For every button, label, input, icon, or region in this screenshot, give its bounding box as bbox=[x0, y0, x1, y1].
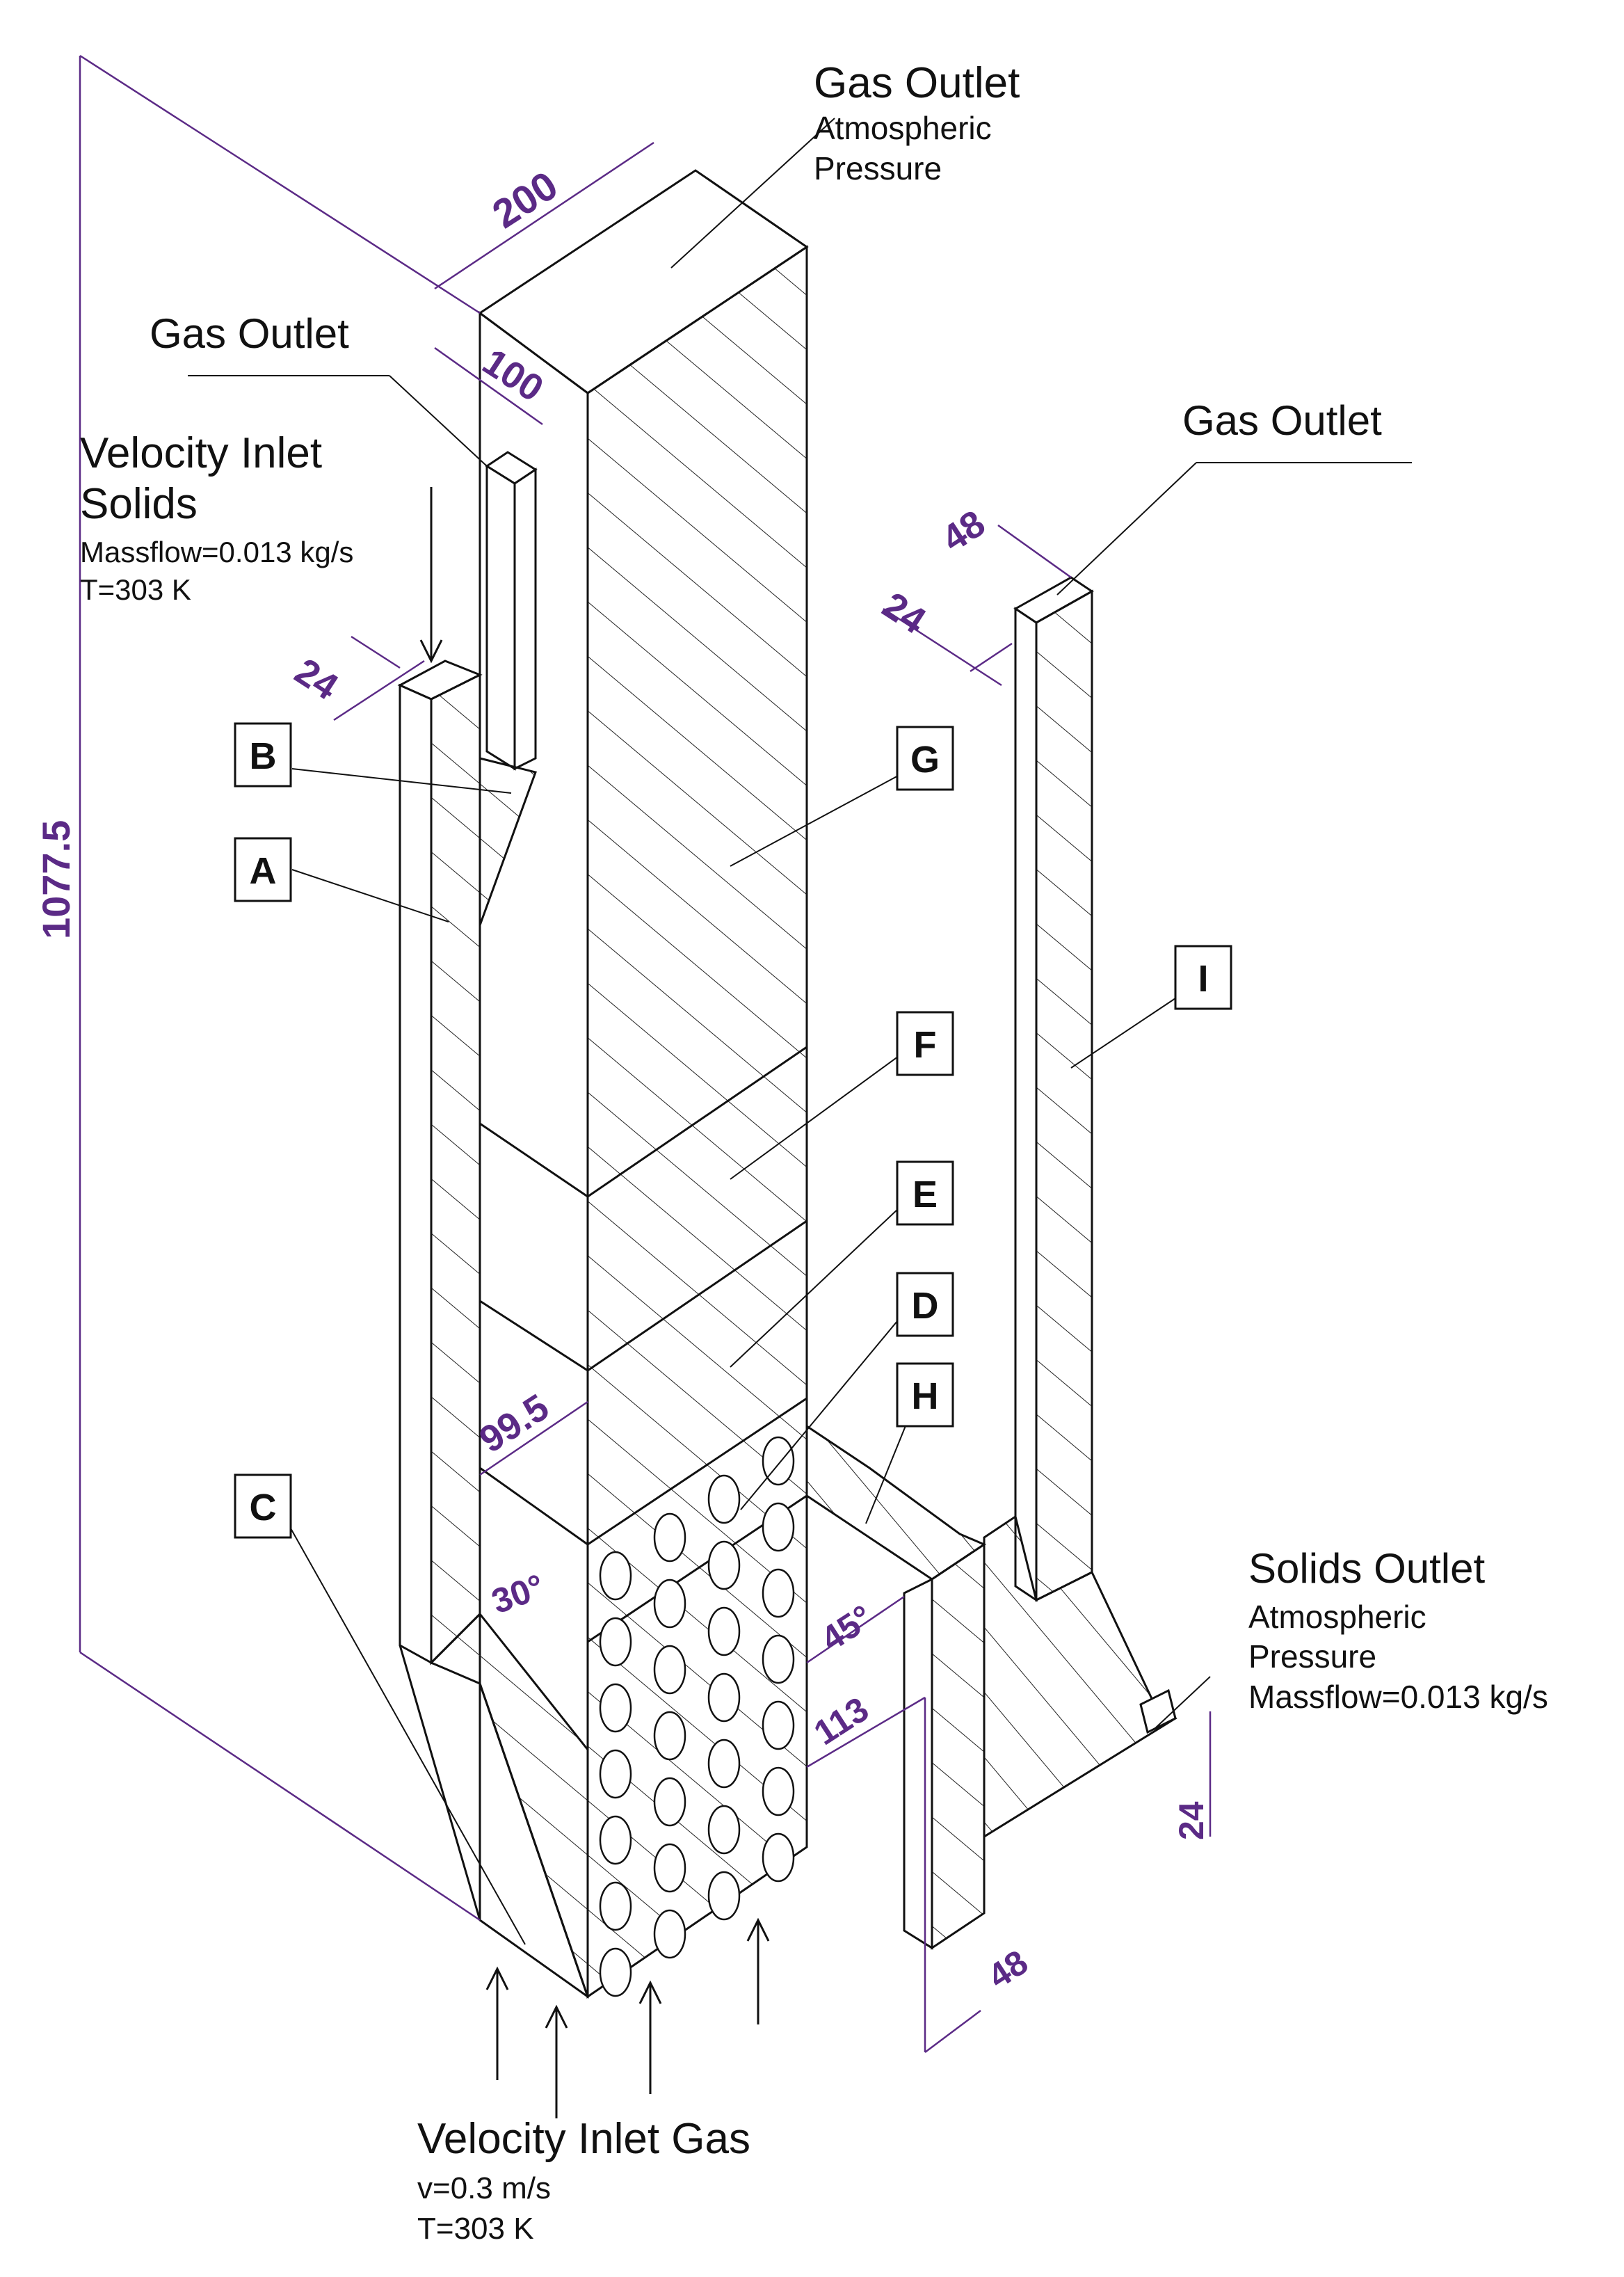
region-box-h: H bbox=[896, 1362, 954, 1428]
dim-48-bottom: 48 bbox=[981, 1942, 1034, 1996]
region-box-e: E bbox=[896, 1160, 954, 1226]
distributor-hole bbox=[599, 1749, 632, 1799]
svg-text:I: I bbox=[1198, 958, 1208, 1000]
distributor-hole bbox=[599, 1551, 632, 1601]
distributor-hole bbox=[762, 1502, 795, 1552]
left-standpipe bbox=[397, 451, 589, 1997]
label-gas-outlet-left: Gas Outlet bbox=[150, 310, 349, 357]
dim-24-left: 24 bbox=[287, 650, 345, 708]
label-solids-temp: T=303 K bbox=[80, 573, 191, 606]
label-solids-outlet-atm-1: Atmospheric bbox=[1248, 1599, 1426, 1635]
distributor-hole bbox=[762, 1568, 795, 1618]
right-riser bbox=[983, 576, 1177, 1839]
label-velocity-inlet-solids-1: Velocity Inlet bbox=[80, 429, 322, 477]
svg-text:H: H bbox=[912, 1375, 939, 1417]
region-boxes: B A C G F E D H bbox=[234, 722, 1232, 1539]
distributor-hole bbox=[599, 1815, 632, 1865]
svg-text:G: G bbox=[910, 739, 940, 781]
distributor-hole bbox=[707, 1540, 741, 1590]
svg-text:B: B bbox=[250, 735, 277, 777]
distributor-hole bbox=[707, 1672, 741, 1723]
region-box-g: G bbox=[896, 726, 954, 791]
region-box-b: B bbox=[234, 722, 292, 788]
distributor-hole bbox=[599, 1683, 632, 1733]
distributor-hole bbox=[653, 1645, 686, 1695]
distributor-hole bbox=[762, 1766, 795, 1816]
solids-inlet-arrow bbox=[419, 487, 443, 664]
distributor-hole bbox=[653, 1909, 686, 1959]
distributor-hole bbox=[707, 1474, 741, 1524]
label-gas-velocity: v=0.3 m/s bbox=[417, 2171, 551, 2205]
label-velocity-inlet-solids-2: Solids bbox=[80, 480, 198, 528]
svg-text:E: E bbox=[913, 1174, 938, 1215]
distributor-hole bbox=[599, 1617, 632, 1667]
label-atm-top-1: Atmospheric bbox=[814, 110, 992, 146]
h-connector bbox=[805, 1424, 987, 1950]
distributor-hole bbox=[707, 1805, 741, 1855]
label-solids-massflow: Massflow=0.013 kg/s bbox=[80, 536, 353, 568]
region-box-c: C bbox=[234, 1473, 292, 1539]
svg-text:F: F bbox=[914, 1024, 937, 1066]
distributor-hole bbox=[762, 1700, 795, 1750]
region-box-i: I bbox=[1174, 945, 1232, 1010]
distributor-hole bbox=[653, 1579, 686, 1629]
dim-24-outlet: 24 bbox=[1172, 1801, 1211, 1840]
label-gas-temp: T=303 K bbox=[417, 2212, 534, 2246]
distributor-hole bbox=[762, 1634, 795, 1684]
distributor-hole bbox=[653, 1711, 686, 1761]
dimension-lines bbox=[79, 54, 1212, 2053]
region-box-f: F bbox=[896, 1011, 954, 1076]
dim-200: 200 bbox=[485, 163, 566, 237]
dim-48-right: 48 bbox=[935, 502, 992, 560]
region-box-d: D bbox=[896, 1272, 954, 1337]
svg-text:C: C bbox=[250, 1487, 277, 1528]
distributor-hole bbox=[653, 1512, 686, 1563]
svg-text:D: D bbox=[912, 1285, 939, 1327]
dim-113: 113 bbox=[807, 1689, 875, 1752]
dim-45deg: 45° bbox=[814, 1597, 879, 1659]
label-gas-outlet-top: Gas Outlet bbox=[814, 59, 1020, 107]
distributor-hole bbox=[653, 1843, 686, 1893]
label-solids-outlet: Solids Outlet bbox=[1248, 1545, 1485, 1592]
label-velocity-inlet-gas: Velocity Inlet Gas bbox=[417, 2115, 750, 2163]
text-labels: Gas Outlet Atmospheric Pressure Gas Outl… bbox=[80, 59, 1548, 2246]
gas-inlet-arrows bbox=[485, 1917, 770, 2118]
label-solids-outlet-massflow: Massflow=0.013 kg/s bbox=[1248, 1679, 1548, 1715]
dim-1077: 1077.5 bbox=[34, 820, 78, 939]
label-gas-outlet-right: Gas Outlet bbox=[1182, 397, 1382, 444]
region-box-a: A bbox=[234, 837, 292, 902]
svg-text:A: A bbox=[250, 850, 277, 892]
label-solids-outlet-atm-2: Pressure bbox=[1248, 1638, 1376, 1675]
distributor-holes bbox=[599, 1436, 795, 1997]
distributor-hole bbox=[707, 1739, 741, 1789]
distributor-hole bbox=[653, 1777, 686, 1827]
dim-24-right: 24 bbox=[875, 584, 933, 642]
distributor-hole bbox=[762, 1832, 795, 1883]
distributor-hole bbox=[707, 1871, 741, 1921]
distributor-hole bbox=[599, 1947, 632, 1997]
distributor-hole bbox=[707, 1606, 741, 1656]
label-atm-top-2: Pressure bbox=[814, 150, 942, 186]
distributor-hole bbox=[599, 1881, 632, 1931]
